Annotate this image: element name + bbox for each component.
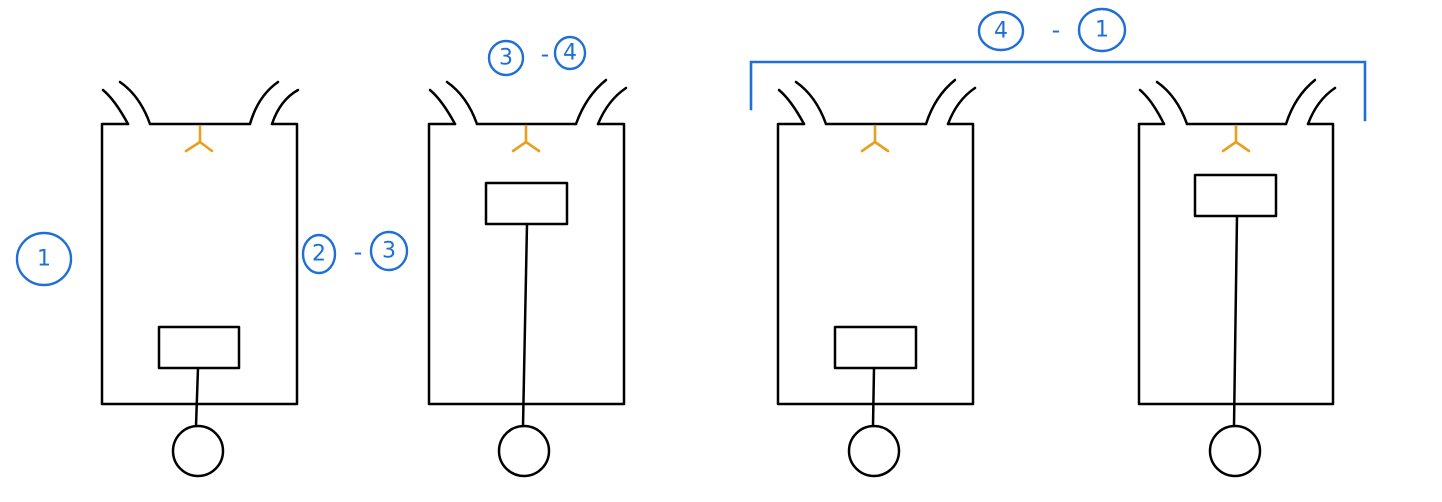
cylinder-stage-3 — [776, 78, 977, 478]
cylinder-stage-2 — [427, 78, 628, 478]
exhaust-port — [248, 80, 300, 126]
exhaust-port — [574, 78, 628, 126]
step-separator: - — [354, 238, 363, 266]
cylinder-outline — [100, 122, 299, 406]
spark-plug-icon — [511, 124, 541, 153]
step-label-3-4: 3 - 4 — [487, 35, 587, 77]
grouping-bracket — [749, 60, 1367, 122]
cylinder-stage-4 — [1137, 78, 1337, 478]
step-number-to: 1 — [1095, 18, 1109, 43]
exhaust-port — [1284, 78, 1337, 126]
step-number-from: 3 — [499, 46, 513, 71]
connecting-rod — [1232, 214, 1239, 428]
piston — [157, 325, 241, 370]
intake-port — [777, 80, 828, 126]
crankshaft — [171, 424, 225, 478]
piston — [484, 181, 569, 226]
connecting-rod — [521, 222, 529, 428]
step-label-2-3: 2 - 3 — [301, 230, 409, 275]
crankshaft — [847, 424, 901, 478]
step-number-to: 3 — [382, 239, 396, 264]
step-number-from: 4 — [994, 19, 1008, 44]
step-label-4-1: 4 - 1 — [749, 7, 1367, 122]
intake-port — [428, 80, 479, 126]
step-separator: - — [541, 40, 550, 68]
step-separator: - — [1052, 16, 1061, 44]
intake-port — [1138, 80, 1189, 126]
cylinder-outline — [427, 122, 626, 406]
step-number-from: 2 — [312, 242, 326, 267]
piston — [1193, 173, 1278, 218]
cylinder-stage-1 — [100, 80, 300, 478]
spark-plug-icon — [184, 124, 214, 153]
crankshaft — [497, 424, 551, 478]
crankshaft — [1208, 424, 1262, 478]
cylinder-outline — [776, 122, 975, 406]
piston — [833, 325, 918, 370]
cylinder-outline — [1137, 122, 1335, 406]
intake-port — [101, 80, 152, 126]
step-number-to: 4 — [563, 41, 577, 66]
connecting-rod — [871, 366, 876, 428]
step-number: 1 — [37, 247, 51, 272]
connecting-rod — [194, 366, 200, 428]
spark-plug-icon — [1221, 124, 1251, 153]
step-label-1: 1 — [15, 231, 73, 287]
exhaust-port — [924, 78, 977, 126]
spark-plug-icon — [860, 124, 890, 153]
